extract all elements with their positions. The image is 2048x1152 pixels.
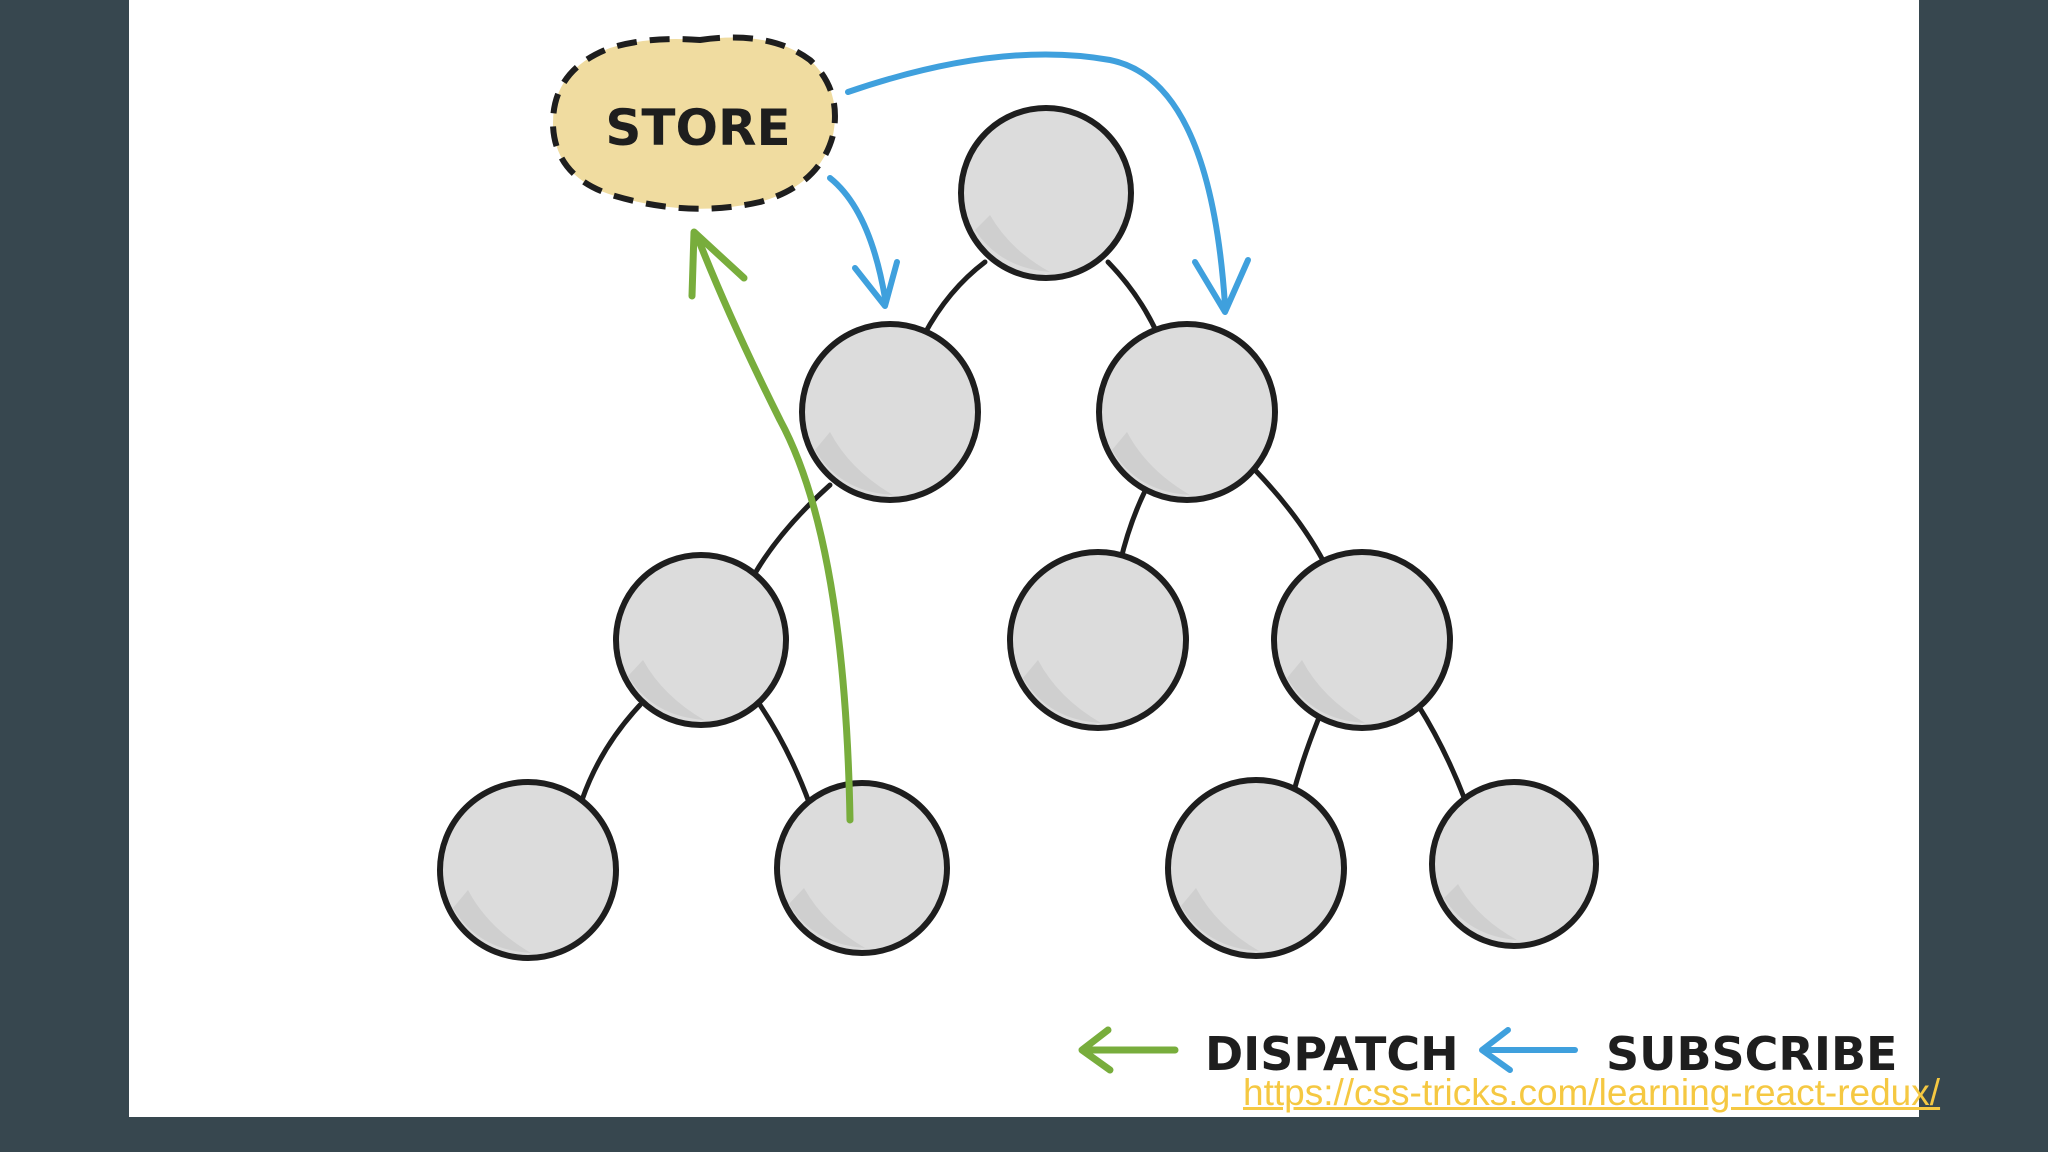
tree-node <box>613 552 789 728</box>
legend-subscribe-arrow-icon <box>1479 1027 1578 1073</box>
tree-node-root <box>958 105 1134 281</box>
tree-node <box>1096 321 1278 503</box>
tree-node <box>799 321 981 503</box>
legend-dispatch-arrow-icon <box>1078 1026 1179 1074</box>
tree-node <box>1429 779 1599 949</box>
store-node: STORE <box>549 34 838 212</box>
tree-edge <box>751 482 833 578</box>
tree-edge <box>757 702 813 808</box>
source-link[interactable]: https://css-tricks.com/learning-react-re… <box>1243 1072 1941 1113</box>
subscribe-arrow <box>845 51 1251 315</box>
store-label: STORE <box>605 99 790 157</box>
tree-edge <box>579 702 643 803</box>
tree-node <box>437 779 619 961</box>
tree-edge <box>1105 259 1161 338</box>
legend-dispatch-label: DISPATCH <box>1205 1027 1459 1081</box>
tree-nodes <box>437 105 1599 961</box>
tree-edge <box>921 259 988 338</box>
tree-node <box>774 780 950 956</box>
dispatch-arrow <box>688 228 854 824</box>
tree-node <box>1007 549 1189 731</box>
legend-subscribe-label: SUBSCRIBE <box>1606 1027 1897 1081</box>
tree-node <box>1165 777 1347 959</box>
legend: DISPATCH SUBSCRIBE <box>1078 1026 1897 1081</box>
tree-node <box>1271 549 1453 731</box>
subscribe-arrow <box>827 175 900 309</box>
tree-edge <box>1415 702 1468 803</box>
